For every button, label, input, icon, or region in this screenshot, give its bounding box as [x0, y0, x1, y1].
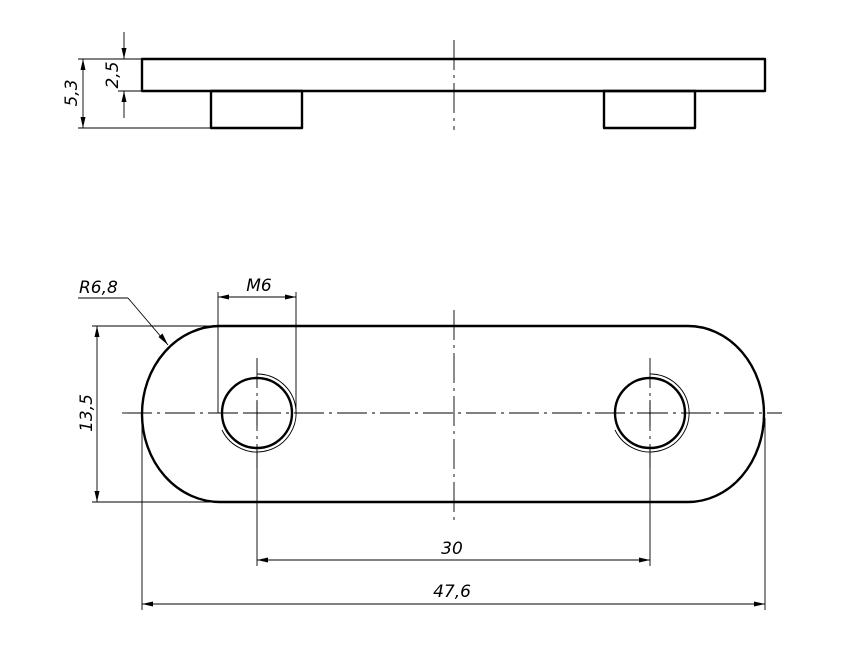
- side-view-right-boss: [602, 89, 697, 130]
- dim-label-13-5: 13,5: [77, 394, 97, 432]
- side-view-extension-lines: [78, 58, 211, 129]
- dimension-47-6: 47,6: [142, 582, 765, 607]
- dimension-13-5: 13,5: [77, 326, 100, 502]
- right-hole-thread-arc: [614, 373, 690, 453]
- side-view-left-boss: [209, 89, 304, 130]
- dimension-2-5: 2,5: [103, 32, 127, 118]
- dimension-m6: M6: [218, 276, 296, 300]
- top-view-outline: [140, 324, 766, 504]
- left-hole-thread-arc: [221, 373, 297, 453]
- top-view-extension-lines: [92, 292, 766, 610]
- side-view-plate: [140, 57, 767, 93]
- top-view: R6,8 M6 13,5 30 47,6: [77, 276, 782, 610]
- top-view-centerlines: [122, 310, 782, 520]
- dimension-30: 30: [257, 539, 650, 563]
- side-view: 5,3 2,5: [62, 32, 767, 130]
- dimension-r6-8: R6,8: [78, 278, 169, 346]
- dim-label-r6-8: R6,8: [79, 278, 118, 298]
- dim-label-5-3: 5,3: [62, 79, 82, 106]
- dim-label-30: 30: [441, 539, 463, 559]
- dim-label-m6: M6: [246, 276, 272, 296]
- dim-label-2-5: 2,5: [103, 61, 123, 88]
- dimension-5-3: 5,3: [62, 59, 86, 128]
- dim-label-47-6: 47,6: [433, 582, 471, 602]
